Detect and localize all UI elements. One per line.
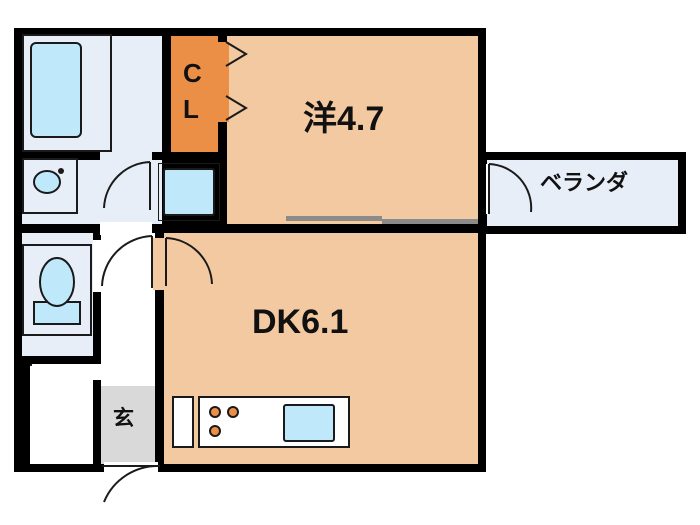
western-room-floor <box>226 36 478 224</box>
interior-wall-lower-left <box>22 364 30 464</box>
toilet-outline <box>22 244 92 336</box>
dk-door-swing-icon <box>165 237 213 286</box>
closet-label-line1: C <box>183 58 202 88</box>
interior-wall-entrance-right <box>93 380 101 464</box>
washroom-door-swing-icon <box>101 235 153 288</box>
closet-label-line2: L <box>183 94 199 124</box>
washbasin-icon <box>33 168 64 194</box>
interior-wall-toilet-bottom <box>14 356 101 364</box>
washroom-door-opening <box>100 222 152 235</box>
stove-icon <box>209 406 239 437</box>
sliding-door-mark-left <box>286 216 382 221</box>
western-room-label: 洋4.7 <box>303 100 385 138</box>
washing-machine-outline <box>158 163 220 221</box>
sliding-door-mark-right <box>382 219 478 224</box>
veranda-label: ベランダ <box>540 170 629 195</box>
bathtub-icon <box>30 42 82 138</box>
refrigerator-space <box>172 396 194 448</box>
toilet-icon <box>33 257 81 325</box>
closet-door-arrows-icon <box>225 41 248 121</box>
dining-kitchen-label: DK6.1 <box>252 303 349 341</box>
interior-wall-bath-closet <box>162 28 171 224</box>
bathroom-outline <box>22 34 112 152</box>
bath-door-opening <box>100 150 152 162</box>
toilet-door-opening <box>93 240 103 292</box>
interior-wall-bath-bottom <box>14 152 164 160</box>
shoe-box <box>30 364 32 366</box>
washing-machine-space-icon <box>163 168 215 216</box>
interior-wall-closet-bottom <box>162 152 227 160</box>
washbasin-counter <box>22 158 78 214</box>
entrance-tile <box>100 386 162 464</box>
front-door-swing-icon <box>102 464 161 503</box>
interior-wall-toilet-right <box>93 232 101 364</box>
interior-wall-closet-room <box>218 28 227 224</box>
entrance-label: 玄 <box>113 407 134 430</box>
veranda-door-swing-icon <box>488 163 533 214</box>
interior-wall-room-dk <box>14 224 486 233</box>
kitchen-sink-icon <box>283 404 335 442</box>
veranda-floor <box>487 160 678 226</box>
closet-opening <box>216 42 229 122</box>
interior-wall-corridor-dk <box>155 224 164 472</box>
dk-door-opening <box>153 238 166 290</box>
closet-floor <box>170 36 218 153</box>
bath-door-swing-icon <box>103 161 151 210</box>
